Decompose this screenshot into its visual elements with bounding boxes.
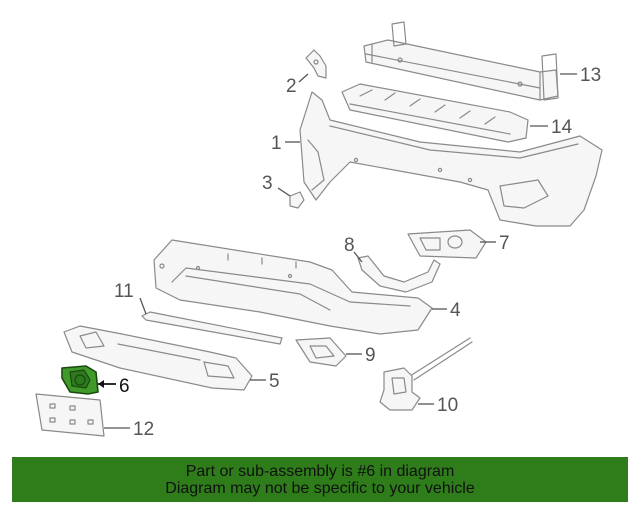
callout-7: 7 xyxy=(499,233,510,254)
callout-5: 5 xyxy=(269,371,280,392)
callout-14: 14 xyxy=(551,117,573,138)
part-3-clip xyxy=(289,191,305,209)
parts-diagram: 13 14 2 1 3 7 8 xyxy=(35,21,603,440)
callout-3: 3 xyxy=(262,173,273,194)
part-9-bezel xyxy=(295,337,347,367)
callout-8: 8 xyxy=(344,235,355,256)
callout-1: 1 xyxy=(271,133,282,154)
part-14-energy-absorber xyxy=(341,83,529,143)
part-10-tow-bracket xyxy=(379,337,473,411)
part-1-bumper-fascia xyxy=(299,91,603,227)
banner-line-1: Part or sub-assembly is #6 in diagram xyxy=(185,462,455,480)
part-8-trim-strip xyxy=(357,255,441,293)
callout-11: 11 xyxy=(114,281,134,302)
callout-13: 13 xyxy=(580,65,601,86)
part-11-molding-strip xyxy=(141,311,283,345)
part-12-license-bracket xyxy=(35,393,105,437)
part-4-lower-fascia xyxy=(153,239,433,335)
callout-12: 12 xyxy=(133,419,154,440)
part-5-skid-plate xyxy=(63,325,253,391)
banner-line-2: Diagram may not be specific to your vehi… xyxy=(165,479,475,497)
callout-9: 9 xyxy=(365,345,376,366)
part-13-reinforcement-beam xyxy=(363,21,559,101)
part-info-banner: Part or sub-assembly is #6 in diagram Di… xyxy=(12,457,628,502)
part-2-bracket xyxy=(305,49,327,79)
callout-6: 6 xyxy=(119,376,130,397)
callout-2: 2 xyxy=(286,76,297,97)
part-7-fog-lamp-bezel xyxy=(407,229,487,259)
callout-4: 4 xyxy=(450,300,461,321)
callout-10: 10 xyxy=(437,395,458,416)
part-6-fog-lamp-cover xyxy=(61,365,99,395)
